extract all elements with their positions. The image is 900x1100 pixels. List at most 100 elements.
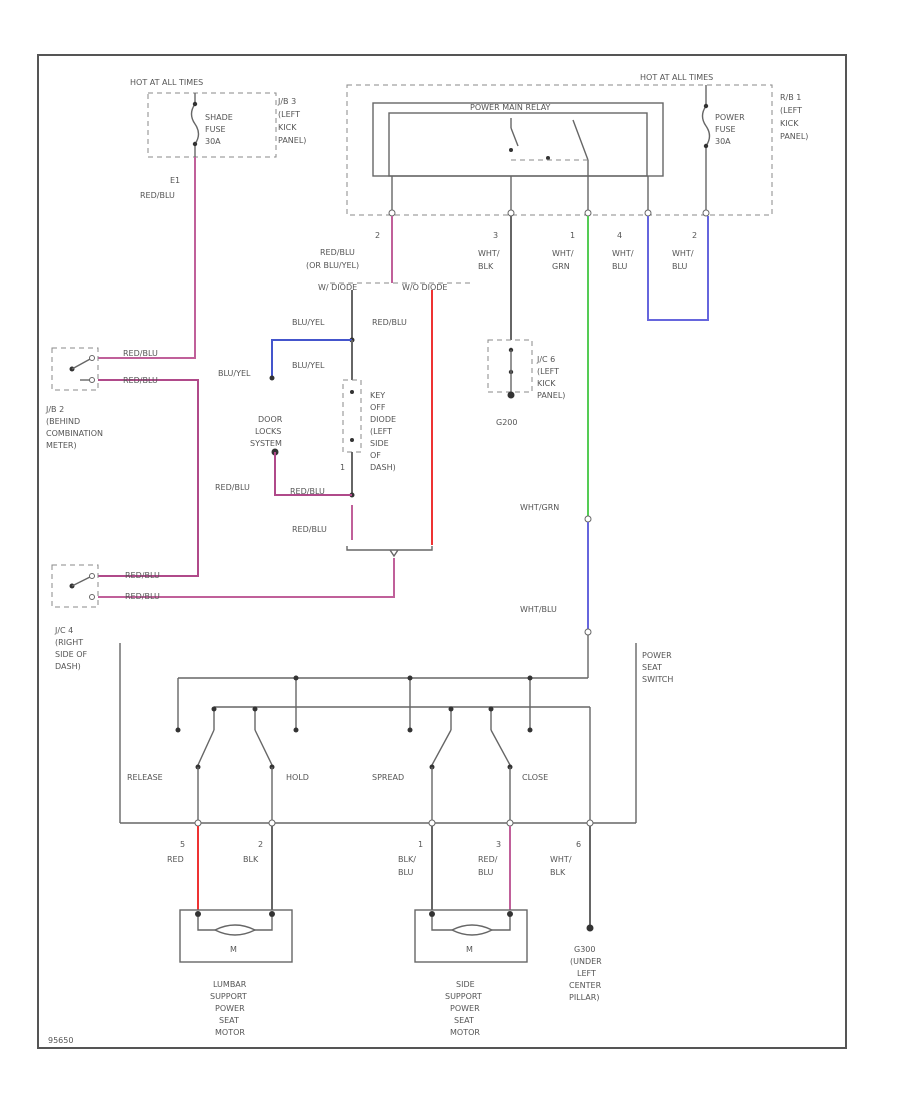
shade-fuse-box — [147, 92, 277, 158]
wire-blk-blu-label-2: BLU — [398, 868, 414, 877]
shade-fuse-label-2: FUSE — [205, 125, 226, 134]
release-label: RELEASE — [127, 773, 163, 782]
left-kick-panel-label-1: (LEFT — [278, 110, 300, 119]
key-off-label-6: OF — [370, 451, 381, 460]
side-label-2: SUPPORT — [445, 992, 482, 1001]
wire-blk-blu-label-1: BLK/ — [398, 855, 416, 864]
wire-red-blu-label-1: RED/ — [478, 855, 498, 864]
pin-3b-label: 3 — [496, 840, 501, 849]
g300-label-5: PILLAR) — [569, 993, 599, 1002]
wire-wht-grn-label-2: GRN — [552, 262, 570, 271]
hot-at-all-times-right-label: HOT AT ALL TIMES — [640, 73, 713, 82]
pin-1b-label: 1 — [418, 840, 423, 849]
pin-1-label: 1 — [570, 231, 575, 240]
red-blu-label-e: RED/BLU — [123, 376, 158, 385]
g300-ground-node — [586, 924, 594, 932]
side-support-motor — [414, 909, 528, 963]
relay-terminals — [388, 209, 710, 217]
wire-red-label: RED — [167, 855, 184, 864]
pws-label-1: POWER — [642, 651, 672, 660]
wo-diode-label: W/O DIODE — [402, 283, 447, 292]
shade-fuse-label-3: 30A — [205, 137, 221, 146]
close-label: CLOSE — [522, 773, 548, 782]
g200-label: G200 — [496, 418, 517, 427]
door-lock-label-2: LOCKS — [255, 427, 281, 436]
side-label-1: SIDE — [456, 980, 475, 989]
g300-label-1: G300 — [574, 945, 595, 954]
wht-grn-mid-label: WHT/GRN — [520, 503, 559, 512]
wire-wht-blu-label-2b: BLU — [672, 262, 688, 271]
left-kick-panel-label-3: PANEL) — [278, 136, 306, 145]
key-off-label-7: DASH) — [370, 463, 396, 472]
door-lock-label-3: SYSTEM — [250, 439, 282, 448]
wire-wht-blu-label-2a: WHT/ — [672, 249, 694, 258]
lumbar-label-3: POWER — [215, 1004, 245, 1013]
side-label-4: SEAT — [454, 1016, 474, 1025]
wire-wht-blk-b-label-2: BLK — [550, 868, 566, 877]
pin-2c-label: 2 — [258, 840, 263, 849]
key-off-label-3: DIODE — [370, 415, 396, 424]
pin-2a-label: 2 — [375, 231, 380, 240]
diagram-border — [37, 54, 847, 1049]
jc4-connector — [51, 564, 99, 608]
rb1-label: R/B 1 — [780, 93, 801, 102]
jb2-label-4: METER) — [46, 441, 77, 450]
power-seat-switch — [119, 635, 637, 824]
jb3-label: J/B 3 — [277, 97, 296, 106]
blu-yel-label-1: BLU/YEL — [292, 318, 325, 327]
hold-label: HOLD — [286, 773, 309, 782]
g300-label-2: (UNDER — [570, 957, 602, 966]
lumbar-label-2: SUPPORT — [210, 992, 247, 1001]
figure-id: 95650 — [48, 1036, 73, 1045]
wire-e1 — [98, 157, 196, 359]
wire-e1-color-label: RED/BLU — [140, 191, 175, 200]
pin-1-small-label: 1 — [340, 463, 345, 472]
power-main-relay-box — [346, 84, 773, 216]
power-main-relay-label: POWER MAIN RELAY — [470, 103, 551, 112]
wire-red-blu-or-label: RED/BLU — [320, 248, 355, 257]
blu-yel-label-3: BLU/YEL — [292, 361, 325, 370]
power-fuse-label-1: POWER — [715, 113, 745, 122]
red-blu-label-f: RED/BLU — [125, 571, 160, 580]
side-label-3: POWER — [450, 1004, 480, 1013]
wire-wht-blu-loop — [647, 216, 709, 321]
key-off-label-1: KEY — [370, 391, 385, 400]
jc4-label-3: SIDE OF — [55, 650, 87, 659]
key-off-label-5: SIDE — [370, 439, 389, 448]
jb2-label-2: (BEHIND — [46, 417, 80, 426]
wht-blu-mid-label: WHT/BLU — [520, 605, 557, 614]
jb2-connector — [51, 347, 99, 391]
jc4-label-2: (RIGHT — [55, 638, 83, 647]
wire-wht-blk-label-2: BLK — [478, 262, 494, 271]
w-diode-label: W/ DIODE — [318, 283, 357, 292]
pws-label-3: SWITCH — [642, 675, 673, 684]
jc6-label-4: PANEL) — [537, 391, 565, 400]
hot-at-all-times-left-label: HOT AT ALL TIMES — [130, 78, 203, 87]
pin-2b-label: 2 — [692, 231, 697, 240]
pin-6-label: 6 — [576, 840, 581, 849]
jc6-label-3: KICK — [537, 379, 556, 388]
wire-red-blu-label-2: BLU — [478, 868, 494, 877]
jc4-label-1: J/C 4 — [54, 626, 73, 635]
red-blu-label-g: RED/BLU — [125, 592, 160, 601]
blu-yel-label-2: BLU/YEL — [218, 369, 251, 378]
pin-4-label: 4 — [617, 231, 622, 240]
lumbar-label-5: MOTOR — [215, 1028, 245, 1037]
jc4-label-4: DASH) — [55, 662, 81, 671]
power-fuse-label-2: FUSE — [715, 125, 736, 134]
rb1-kick-label: KICK — [780, 119, 799, 128]
motor-m2-label: M — [466, 945, 473, 954]
key-off-label-2: OFF — [370, 403, 386, 412]
motor-m1-label: M — [230, 945, 237, 954]
red-blu-label-b: RED/BLU — [290, 487, 325, 496]
wire-wht-blu-label-1a: WHT/ — [612, 249, 634, 258]
red-blu-label-d: RED/BLU — [123, 349, 158, 358]
wire-or-blu-yel-label: (OR BLU/YEL) — [306, 261, 359, 270]
lumbar-motor — [179, 909, 293, 963]
wire-e1-label: E1 — [170, 176, 180, 185]
side-label-5: MOTOR — [450, 1028, 480, 1037]
jc6-label-1: J/C 6 — [536, 355, 555, 364]
g300-label-3: LEFT — [577, 969, 596, 978]
spread-label: SPREAD — [372, 773, 404, 782]
